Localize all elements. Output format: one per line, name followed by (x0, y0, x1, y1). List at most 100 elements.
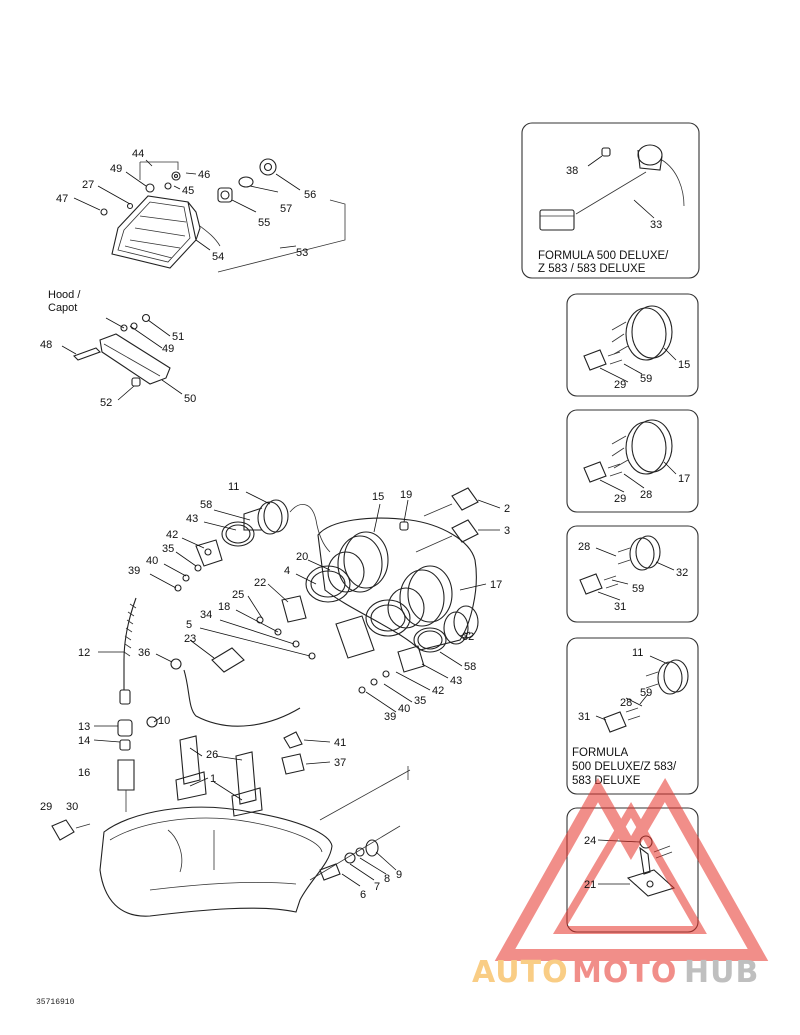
drawing-code: 35716910 (36, 998, 75, 1007)
callout-39: 39 (128, 565, 140, 577)
callout-43: 43 (186, 513, 198, 525)
watermark-word-moto: MOTO (572, 955, 677, 990)
callout-55: 55 (258, 217, 270, 229)
callout-42: 42 (166, 529, 178, 541)
callout-28: 28 (640, 489, 652, 501)
callout-24: 24 (584, 835, 596, 847)
callout-19: 19 (400, 489, 412, 501)
callout-43b: 43 (450, 675, 462, 687)
callout-50: 50 (184, 393, 196, 405)
inset5-caption-line2: 500 DELUXE/Z 583/ (572, 761, 677, 773)
callout-2: 2 (504, 503, 510, 515)
callout-7: 7 (374, 881, 380, 893)
callout-38: 38 (566, 165, 578, 177)
callout-31: 31 (614, 601, 626, 613)
callout-44: 44 (132, 148, 144, 160)
callout-59b: 59 (632, 583, 644, 595)
callout-10: 10 (158, 715, 170, 727)
callout-9: 9 (396, 869, 402, 881)
callout-49b: 49 (162, 343, 174, 355)
callout-22: 22 (254, 577, 266, 589)
gauge-leaders (149, 491, 501, 713)
callout-15: 15 (372, 491, 384, 503)
callout-32b: 32 (676, 567, 688, 579)
callout-58b: 58 (464, 661, 476, 673)
callout-59c: 59 (640, 687, 652, 699)
callout-28c: 28 (620, 697, 632, 709)
callout-32: 32 (462, 631, 474, 643)
callout-47: 47 (56, 193, 68, 205)
callout-53: 53 (296, 247, 308, 259)
callout-8: 8 (384, 873, 390, 885)
hood-label-line2: Capot (48, 302, 77, 314)
callout-35b: 35 (414, 695, 426, 707)
callout-26: 26 (206, 749, 218, 761)
callout-29c: 29 (614, 493, 626, 505)
inset-formula-500-deluxe (521, 122, 700, 279)
callout-36: 36 (138, 647, 150, 659)
callout-30: 30 (66, 801, 78, 813)
callout-42b: 42 (432, 685, 444, 697)
callout-52: 52 (100, 397, 112, 409)
hood-label-line1: Hood / (48, 289, 81, 301)
callout-41: 41 (334, 737, 346, 749)
callout-5: 5 (186, 619, 192, 631)
callout-48: 48 (40, 339, 52, 351)
taillight-leaders (73, 159, 301, 251)
callout-1: 1 (210, 773, 216, 785)
callout-17: 17 (490, 579, 502, 591)
callout-39b: 39 (384, 711, 396, 723)
watermark-word-auto: AUTO (472, 955, 569, 990)
callout-16: 16 (78, 767, 90, 779)
inset-gauge-32 (566, 525, 699, 623)
callout-34: 34 (200, 609, 212, 621)
taillight-assembly (100, 158, 346, 273)
callout-13: 13 (78, 721, 90, 733)
inset-parts-24-21 (566, 807, 699, 933)
lower-mount-assembly (99, 731, 411, 917)
inset5-caption-line3: 583 DELUXE (572, 775, 641, 787)
inset1-caption-line2: Z 583 / 583 DELUXE (538, 263, 646, 275)
callout-27: 27 (82, 179, 94, 191)
hood-bracket-assembly (61, 313, 183, 401)
callout-56: 56 (304, 189, 316, 201)
callout-59: 59 (640, 373, 652, 385)
inset-gauge-11-formula (566, 637, 699, 795)
callout-37: 37 (334, 757, 346, 769)
callout-49: 49 (110, 163, 122, 175)
watermark-word-hub: HUB (684, 955, 759, 990)
callout-40b: 40 (398, 703, 410, 715)
callout-58: 58 (200, 499, 212, 511)
callout-54: 54 (212, 251, 224, 263)
callout-6: 6 (360, 889, 366, 901)
callout-29b: 29 (614, 379, 626, 391)
inset1-caption-line1: FORMULA 500 DELUXE/ (538, 250, 669, 262)
callout-20: 20 (296, 551, 308, 563)
callout-4: 4 (284, 565, 290, 577)
callout-14: 14 (78, 735, 90, 747)
inset-gauge-15 (566, 293, 699, 397)
callout-57: 57 (280, 203, 292, 215)
callout-29: 29 (40, 801, 52, 813)
callout-23: 23 (184, 633, 196, 645)
callout-25: 25 (232, 589, 244, 601)
callout-15b: 15 (678, 359, 690, 371)
callout-28b: 28 (578, 541, 590, 553)
inset-gauge-17 (566, 409, 699, 513)
callout-51: 51 (172, 331, 184, 343)
callout-3: 3 (504, 525, 510, 537)
callout-21: 21 (584, 879, 596, 891)
callout-45: 45 (182, 185, 194, 197)
callout-46: 46 (198, 169, 210, 181)
inset5-caption-line1: FORMULA (572, 747, 629, 759)
callout-17b: 17 (678, 473, 690, 485)
automotohub-watermark: AUTO MOTO HUB (472, 777, 769, 990)
callout-35: 35 (162, 543, 174, 555)
callout-18: 18 (218, 601, 230, 613)
callout-33: 33 (650, 219, 662, 231)
callout-11b: 11 (632, 647, 643, 659)
callout-40: 40 (146, 555, 158, 567)
cable-assembly (51, 597, 161, 841)
callout-31b: 31 (578, 711, 590, 723)
